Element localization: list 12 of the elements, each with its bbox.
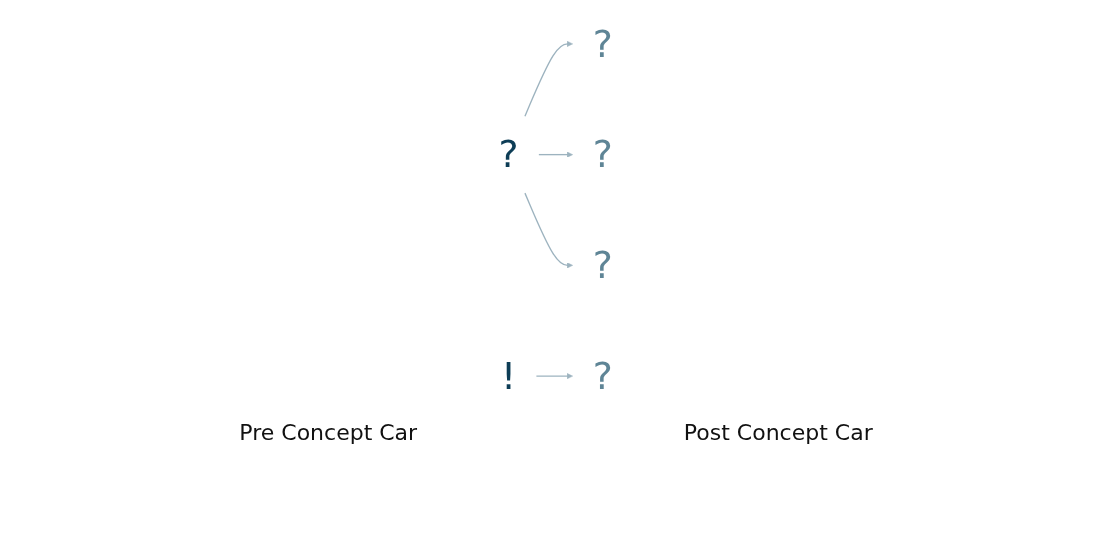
node-text: ! <box>501 353 517 398</box>
node-text: ? <box>593 243 614 287</box>
node-text: ? <box>498 132 519 177</box>
arrow <box>536 373 574 380</box>
arrow <box>524 40 574 117</box>
node-text: ? <box>593 353 614 398</box>
arrow <box>524 192 574 269</box>
caption: Post Concept Car <box>683 420 873 445</box>
node-text: ? <box>593 21 614 66</box>
caption: Pre Concept Car <box>239 420 418 445</box>
node-text: ? <box>593 132 614 177</box>
arrow <box>538 151 574 158</box>
